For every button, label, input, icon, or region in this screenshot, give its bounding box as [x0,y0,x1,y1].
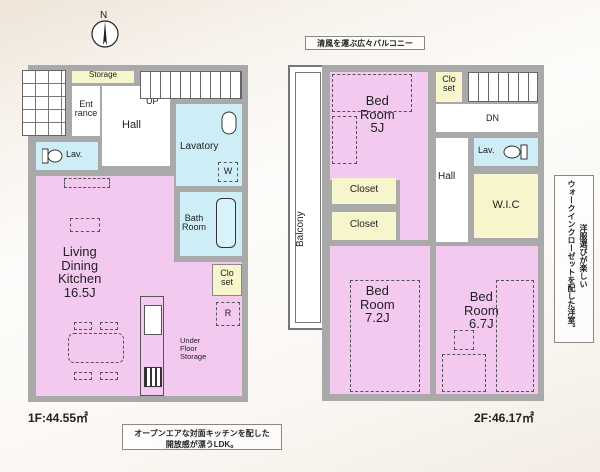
floor2-area: 2F:46.17㎡ [474,411,535,425]
compass: N [90,10,120,48]
fridge-space: R [216,302,240,326]
range-hood [64,178,110,188]
lavatory-room: Lavatory W [176,104,242,186]
storage-label: Storage [88,70,118,79]
balcony-inner [295,72,321,323]
stove-icon [144,367,162,387]
entrance: Ent rance [72,86,100,136]
dining-chair [100,322,118,330]
bedroom-5j-label: Bed Room 5J [360,93,395,136]
sink-icon [221,111,237,135]
porch-tiles [22,70,66,136]
stairs-1f[interactable] [140,71,242,99]
wic-callout: 洋服選びが楽しい ウォークインクローゼットを配した洋室。 [554,175,594,343]
bed-furniture [332,116,357,164]
bed-furniture [496,280,534,392]
bath-label: Bath Room [182,213,207,233]
balcony-callout: 清風を運ぶ広々バルコニー [305,36,425,50]
fridge-label: R [224,308,232,318]
hall-2f: Hall [436,138,468,242]
lavatory-label: Lavatory [180,141,219,152]
bedroom-6-7j: Bed Room 6.7J [436,246,538,394]
ldk-label: Living Dining Kitchen 16.5J [58,244,102,300]
up-label: UP [146,96,159,106]
washer-label: W [223,166,233,176]
toilet-icon [503,144,528,160]
closet-b: Closet [332,212,396,240]
closet-1f-label: Clo set [220,268,234,288]
closet-1f: Clo set [212,264,242,296]
storage-room: Storage [72,70,134,83]
compass-icon [91,20,119,48]
bedroom-6-7j-label: Bed Room 6.7J [464,289,499,332]
bed-furniture [332,74,412,112]
bedroom-7-2j: Bed Room 7.2J [330,246,430,394]
bedroom-7-2j-label: Bed Room 7.2J [360,283,395,326]
bathtub [216,198,236,248]
toilet-icon [42,148,63,164]
kitchen-sink [144,305,162,335]
chair-furniture [454,330,474,350]
dining-chair [100,372,118,380]
walk-in-closet: W.I.C [474,174,538,238]
closet-access [400,178,428,240]
compass-north-label: N [100,10,108,21]
stairs-2f[interactable] [468,72,538,102]
bed-furniture [350,280,420,392]
dining-table [68,333,124,363]
bedroom-5j: Bed Room 5J [330,72,428,180]
lav-label-1f: Lav. [66,149,83,159]
washer-space: W [218,162,238,182]
closet-2f-top-label: Clo set [442,74,456,94]
dining-chair [74,372,92,380]
entrance-label: Ent rance [74,99,98,119]
wic-label: W.I.C [492,199,520,211]
closet-a: Closet [332,178,396,204]
hall-2f-label: Hall [438,171,456,182]
dn-label: DN [486,113,499,123]
lav-toilet-2f: Lav. [474,138,538,166]
closet-a-label: Closet [349,184,379,195]
kitchen-counter [140,296,164,396]
stair-landing: DN [436,104,538,132]
tv-stand [70,218,100,232]
ldk-callout: オープンエアな対面キッチンを配した 開放感が漂うLDK。 [122,424,282,450]
floor1-area: 1F:44.55㎡ [28,411,89,425]
balcony-label: Balcony [295,211,306,247]
closet-2f-top: Clo set [436,72,462,102]
desk-furniture [442,354,486,392]
underfloor-storage-label: Under Floor Storage [180,336,207,361]
bath-room: Bath Room [180,192,242,256]
lav-label-2f: Lav. [478,145,495,155]
dining-chair [74,322,92,330]
lav-toilet-1f: Lav. [36,142,98,170]
hall-label: Hall [122,119,141,131]
hall-1f: UP Hall [102,86,170,166]
closet-b-label: Closet [349,219,379,230]
